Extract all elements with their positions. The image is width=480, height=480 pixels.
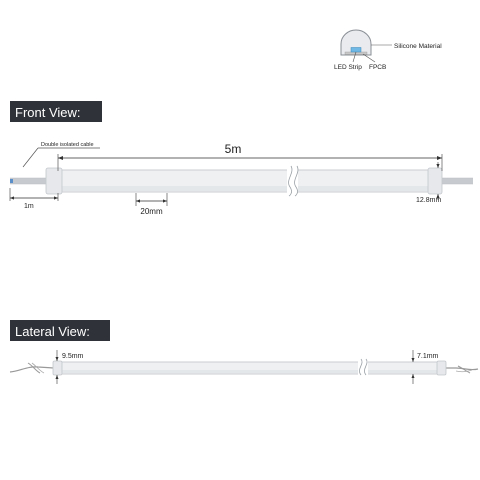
front-end-cap-right (427, 167, 443, 195)
silicone-material-label: Silicone Material (394, 43, 442, 50)
cable-length-label: 1m (24, 203, 34, 210)
cable-wire-tip (10, 179, 13, 183)
front-view-title: Front View: (15, 105, 81, 120)
left-height-dimension: 9.5mm (55, 350, 84, 384)
cable-length-dimension: 1m (9, 188, 59, 210)
lateral-left-cable (9, 366, 55, 373)
fpcb-label: FPCB (369, 64, 386, 71)
lateral-break-mark (358, 358, 368, 378)
segment-label: 20mm (140, 207, 163, 216)
cross-section-legend: Silicone Material LED Strip FPCB (334, 29, 442, 71)
length-label: 5m (225, 142, 242, 156)
right-cable (440, 177, 473, 185)
lateral-view-banner: Lateral View: (10, 320, 110, 341)
led-chip (350, 47, 362, 53)
lateral-view-drawing: 9.5mm 7.1mm (9, 350, 479, 384)
lateral-end-cap-right (436, 360, 447, 376)
front-view-banner: Front View: (10, 101, 102, 122)
cable-note-leader (22, 147, 39, 168)
width-label: 12.8mm (416, 197, 441, 204)
right-height-label: 7.1mm (417, 353, 439, 360)
lateral-right-cable (446, 367, 479, 371)
segment-dimension: 20mm (135, 193, 168, 216)
cable-note-label: Double isolated cable (41, 142, 94, 148)
length-dimension: 5m (57, 142, 443, 171)
front-break-mark (287, 165, 299, 197)
cross-section-icon (340, 29, 392, 63)
width-dimension: 12.8mm (416, 162, 441, 204)
left-cable (10, 177, 50, 185)
front-end-cap-left (45, 167, 63, 195)
lateral-view-title: Lateral View: (15, 324, 90, 339)
front-view-drawing: Double isolated cable 5m 1m 20mm (9, 142, 473, 216)
lateral-end-cap-left (52, 360, 63, 376)
led-strip-label: LED Strip (334, 64, 362, 71)
left-height-label: 9.5mm (62, 353, 84, 360)
led-leader-line (352, 51, 357, 63)
right-height-dimension: 7.1mm (411, 350, 439, 384)
fpcb-leader-line (362, 53, 376, 63)
